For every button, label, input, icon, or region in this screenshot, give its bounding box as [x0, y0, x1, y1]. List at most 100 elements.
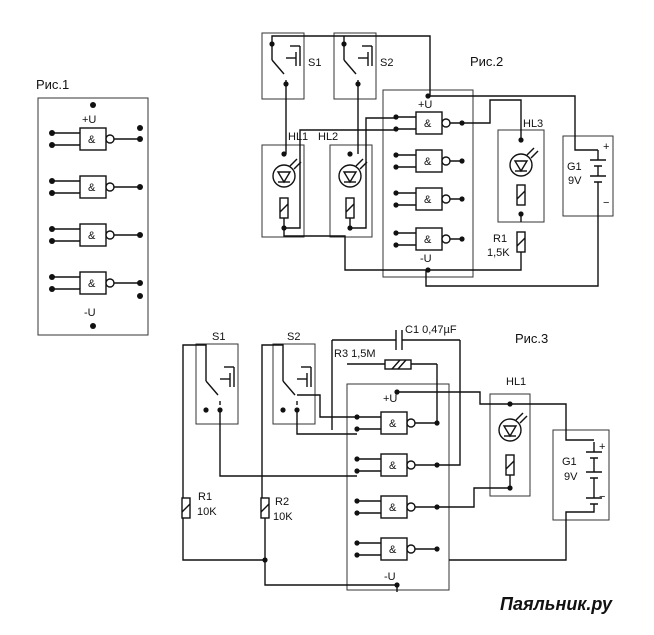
fig2-g1-minus: − — [603, 197, 609, 209]
fig3-res-hl1 — [505, 454, 515, 476]
fig2-hl2-label: HL2 — [318, 131, 338, 143]
fig2-gate-2: & — [415, 149, 451, 173]
fig3-hl1-box — [489, 393, 531, 497]
fig3-g1-minus: − — [599, 491, 605, 503]
fig1-pos-terminal — [90, 102, 96, 108]
fig3-switch-s2 — [282, 364, 312, 406]
fig3-gate-2-symbol: & — [389, 460, 397, 472]
fig3-gate-2: & — [380, 453, 416, 477]
fig2-pos-label: +U — [418, 99, 432, 111]
fig2-r1-label: R1 — [493, 233, 507, 245]
fig2-neg-label: -U — [420, 253, 432, 265]
fig3-g1-voltage: 9V — [564, 471, 578, 483]
fig3-gate-pins — [357, 416, 437, 556]
fig3-r3-label: R3 1,5M — [334, 348, 376, 360]
fig3-r2-value: 10K — [273, 511, 293, 523]
figure-2: Рис.2 S1 S2 HL1 HL2 HL3 R1 1,5K +U -U & … — [261, 32, 614, 287]
fig3-resistor-r1 — [181, 497, 191, 519]
fig3-hl1-label: HL1 — [506, 376, 526, 388]
fig2-s2-label: S2 — [380, 57, 393, 69]
fig2-s1-box — [261, 32, 305, 100]
fig1-gate-2: & — [49, 175, 143, 199]
fig2-title: Рис.2 — [470, 54, 503, 69]
fig1-gate-1: & — [49, 125, 143, 151]
fig1-gate-4-symbol: & — [88, 278, 96, 290]
fig2-pin-dots — [269, 41, 524, 273]
fig3-resistor-r3 — [347, 359, 437, 370]
fig1-gate-2-symbol: & — [88, 182, 96, 194]
fig1-gate-1-symbol: & — [88, 134, 96, 146]
fig2-r1-value: 1,5K — [487, 247, 510, 259]
fig3-s1-box — [195, 343, 239, 425]
fig2-hl2-box — [329, 144, 373, 238]
fig2-led-hl3 — [509, 147, 539, 177]
fig1-gate-3-symbol: & — [88, 230, 96, 242]
fig3-s2-box — [272, 343, 316, 425]
fig2-wiring — [271, 35, 599, 287]
fig3-pin-dots — [203, 389, 513, 588]
fig3-led-hl1 — [498, 412, 528, 442]
fig1-pos-label: +U — [82, 114, 96, 126]
fig1-gate-3: & — [49, 223, 143, 247]
fig2-gate-3: & — [415, 187, 451, 211]
fig2-hl1-box — [261, 144, 305, 238]
fig3-neg-label: -U — [384, 571, 396, 583]
fig2-gate-4: & — [415, 227, 451, 251]
fig3-gate-3-symbol: & — [389, 502, 397, 514]
fig1-neg-terminal — [90, 323, 96, 329]
fig3-gate-4: & — [380, 537, 416, 561]
fig3-g1-plus: + — [599, 441, 605, 453]
fig2-s2-box — [333, 32, 377, 100]
fig3-r2-label: R2 — [275, 496, 289, 508]
fig2-led-hl1 — [272, 158, 302, 188]
fig2-gate-2-symbol: & — [424, 156, 432, 168]
fig2-switch-s1 — [271, 43, 301, 85]
fig3-resistor-r2 — [260, 497, 270, 519]
fig2-battery-g1 — [590, 150, 606, 200]
fig2-res-hl3 — [516, 184, 526, 206]
fig3-s1-label: S1 — [212, 331, 225, 343]
watermark-text: Паяльник.ру — [500, 594, 613, 614]
figure-3: Рис.3 S1 S2 C1 0,47µF R3 1,5M +U -U & & … — [181, 324, 610, 592]
fig2-gate-3-symbol: & — [424, 194, 432, 206]
fig2-s1-label: S1 — [308, 57, 321, 69]
fig1-title: Рис.1 — [36, 77, 69, 92]
fig3-r1-value: 10K — [197, 506, 217, 518]
fig3-gate-1-symbol: & — [389, 418, 397, 430]
fig2-switch-s2 — [343, 43, 373, 85]
fig2-gate-4-symbol: & — [424, 234, 432, 246]
fig2-g1-voltage: 9V — [568, 175, 582, 187]
fig2-res-hl1 — [279, 197, 289, 219]
fig2-hl3-label: HL3 — [523, 118, 543, 130]
fig2-g1-plus: + — [603, 141, 609, 153]
fig3-c1-label: C1 0,47µF — [405, 324, 457, 336]
fig2-led-hl2 — [338, 158, 368, 188]
fig3-capacitor-c1 — [332, 330, 460, 350]
fig3-g1-box — [552, 429, 610, 521]
fig2-ic-package — [382, 89, 474, 278]
fig3-g1-label: G1 — [562, 456, 577, 468]
fig3-gate-1: & — [380, 411, 416, 435]
figure-1: Рис.1 +U -U & & & — [36, 77, 149, 336]
fig2-res-hl2 — [345, 197, 355, 219]
fig3-r1-label: R1 — [198, 491, 212, 503]
fig2-hl1-label: HL1 — [288, 131, 308, 143]
fig3-wiring — [182, 340, 595, 592]
fig2-g1-label: G1 — [567, 161, 582, 173]
fig3-ic-package — [346, 383, 450, 591]
fig1-neg-label: -U — [84, 307, 96, 319]
fig2-gate-pins — [396, 116, 462, 246]
fig2-gate-1-symbol: & — [424, 118, 432, 130]
fig3-switch-s1 — [205, 364, 235, 406]
fig3-pos-label: +U — [383, 393, 397, 405]
fig3-s2-label: S2 — [287, 331, 300, 343]
fig2-resistor-r1 — [516, 231, 526, 253]
fig1-gate-4: & — [49, 271, 143, 299]
fig2-gate-1: & — [415, 111, 451, 135]
fig1-ic-package — [37, 97, 149, 336]
fig3-gate-4-symbol: & — [389, 544, 397, 556]
fig2-g1-box — [562, 135, 614, 217]
fig3-title: Рис.3 — [515, 331, 548, 346]
fig3-gate-3: & — [380, 495, 416, 519]
